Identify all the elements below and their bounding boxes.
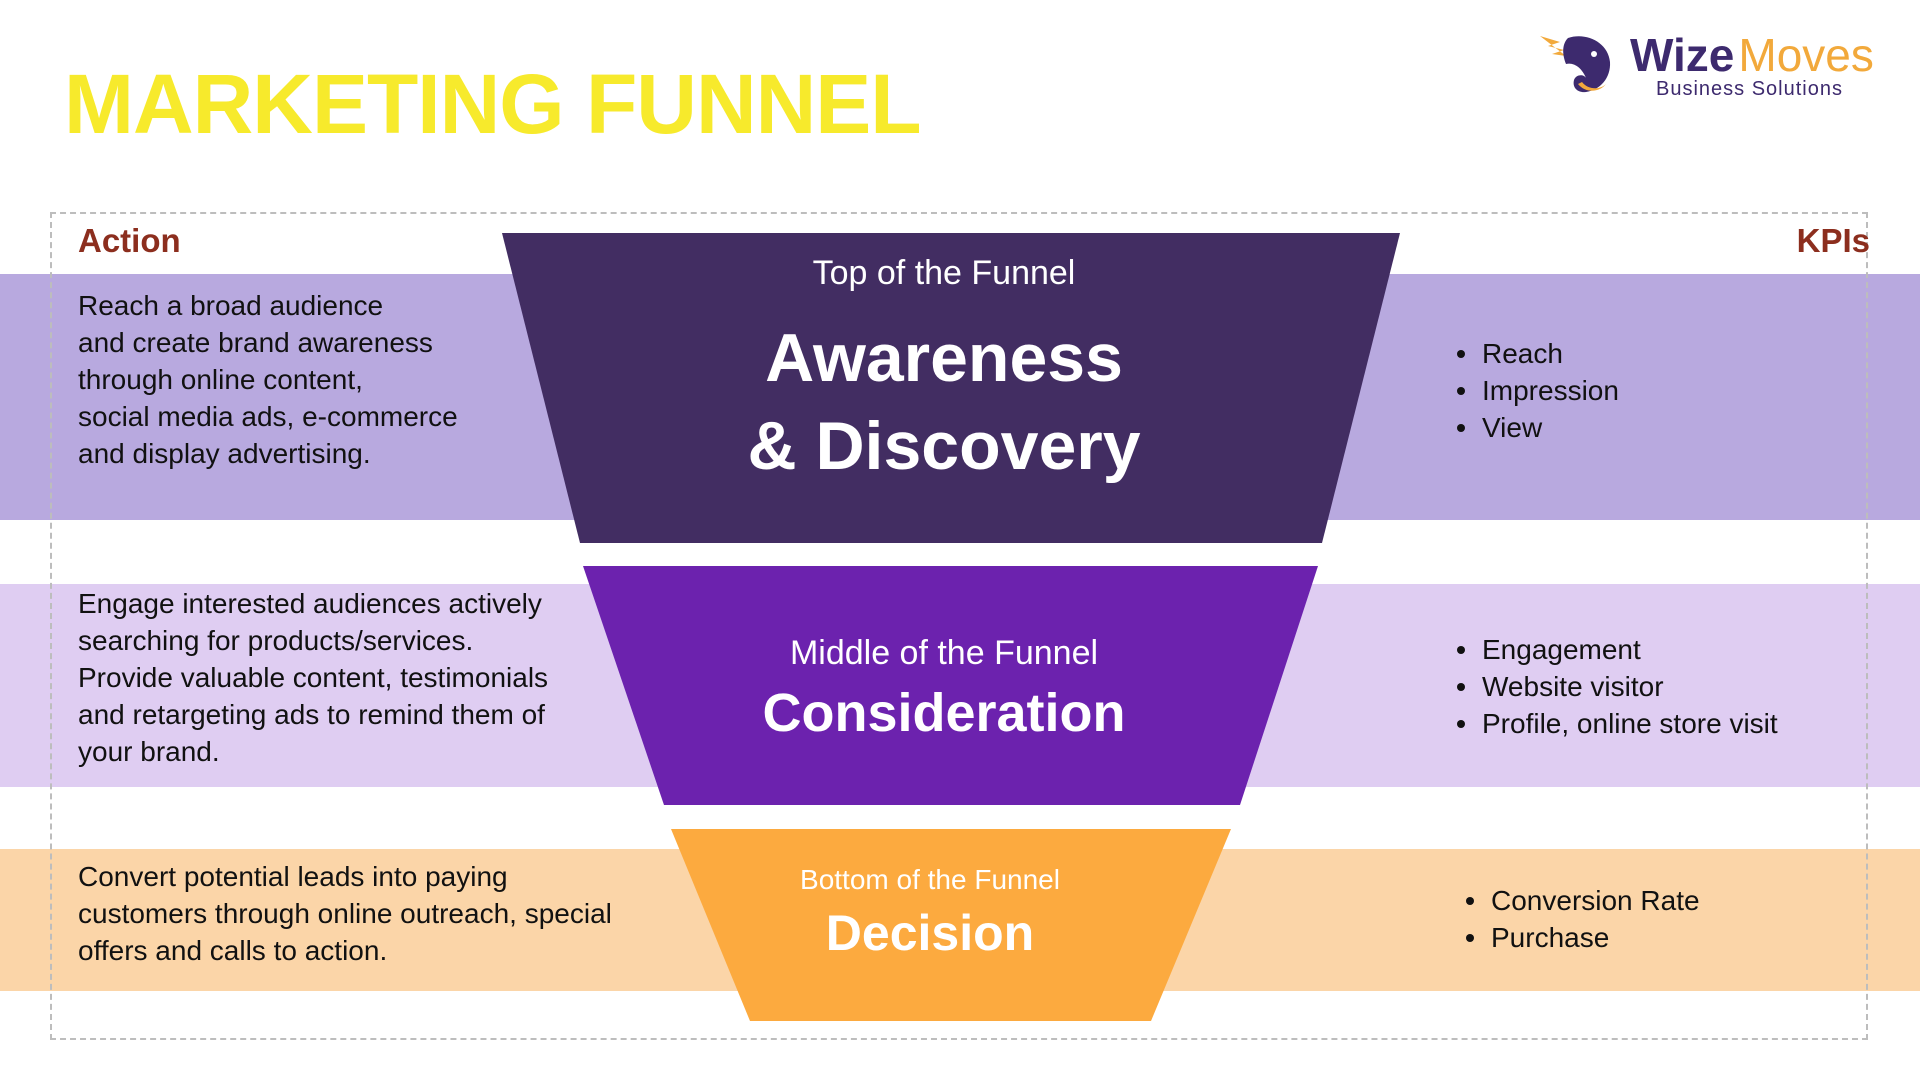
funnel-stage-bottom bbox=[671, 829, 1231, 1021]
action-text-top: Reach a broad audience and create brand … bbox=[78, 287, 518, 472]
funnel-stage-middle bbox=[583, 566, 1318, 805]
kpi-item: Website visitor bbox=[1454, 668, 1778, 705]
company-logo: WizeMoves Business Solutions bbox=[1538, 28, 1898, 108]
stage-middle-label: Middle of the Funnel Consideration bbox=[0, 636, 1904, 740]
action-line: Engage interested audiences actively bbox=[78, 588, 542, 619]
action-line: Provide valuable content, testimonials bbox=[78, 662, 549, 693]
kpi-list-bottom: Conversion Rate Purchase bbox=[1463, 882, 1700, 956]
action-line: customers through online outreach, speci… bbox=[78, 898, 612, 929]
kpi-item: View bbox=[1454, 409, 1619, 446]
diagram-frame bbox=[50, 212, 1868, 1040]
logo-wordmark: WizeMoves bbox=[1630, 32, 1874, 78]
stage-middle-name: Consideration bbox=[762, 683, 1126, 743]
logo-name-part1: Wize bbox=[1630, 29, 1735, 81]
stage-top-name-line1: Awareness bbox=[765, 320, 1123, 396]
action-line: and retargeting ads to remind them of bbox=[78, 699, 545, 730]
logo-emblem-icon bbox=[1540, 36, 1611, 93]
kpi-item: Profile, online store visit bbox=[1454, 705, 1778, 742]
funnel-stage-top bbox=[502, 233, 1400, 543]
kpi-list-top: Reach Impression View bbox=[1454, 335, 1619, 446]
logo-name-part2: Moves bbox=[1738, 29, 1874, 81]
kpi-item: Purchase bbox=[1463, 919, 1700, 956]
action-line: social media ads, e-commerce bbox=[78, 401, 458, 432]
kpi-item: Reach bbox=[1454, 335, 1619, 372]
action-column-header: Action bbox=[78, 222, 181, 259]
action-line: and create brand awareness bbox=[78, 327, 433, 358]
kpi-item: Engagement bbox=[1454, 631, 1778, 668]
action-line: and display advertising. bbox=[78, 438, 371, 469]
action-line: your brand. bbox=[78, 736, 220, 767]
action-line: through online content, bbox=[78, 364, 363, 395]
kpi-item: Conversion Rate bbox=[1463, 882, 1700, 919]
kpi-item: Impression bbox=[1454, 372, 1619, 409]
action-line: Reach a broad audience bbox=[78, 290, 384, 321]
stage-top-label: Top of the Funnel Awareness & Discovery bbox=[0, 256, 1904, 491]
stage-bottom-name: Decision bbox=[825, 905, 1035, 961]
kpi-list-middle: Engagement Website visitor Profile, onli… bbox=[1454, 631, 1778, 742]
action-line: searching for products/services. bbox=[78, 625, 474, 656]
page-title: MARKETING FUNNEL bbox=[64, 57, 922, 151]
action-text-bottom: Convert potential leads into paying cust… bbox=[78, 858, 678, 969]
action-line: offers and calls to action. bbox=[78, 935, 388, 966]
stage-middle-position: Middle of the Funnel bbox=[789, 634, 1099, 672]
stage-top-name-line2: & Discovery bbox=[747, 408, 1141, 485]
stage-bottom-label: Bottom of the Funnel Decision bbox=[0, 864, 1890, 961]
stage-top-name: Awareness & Discovery bbox=[0, 314, 1904, 491]
action-text-middle: Engage interested audiences actively sea… bbox=[78, 585, 618, 770]
logo-subtitle: Business Solutions bbox=[1656, 78, 1843, 100]
stage-top-position: Top of the Funnel bbox=[812, 254, 1076, 292]
action-line: Convert potential leads into paying bbox=[78, 861, 508, 892]
stage-bottom-position: Bottom of the Funnel bbox=[800, 864, 1060, 895]
kpi-column-header: KPIs bbox=[1796, 222, 1870, 259]
